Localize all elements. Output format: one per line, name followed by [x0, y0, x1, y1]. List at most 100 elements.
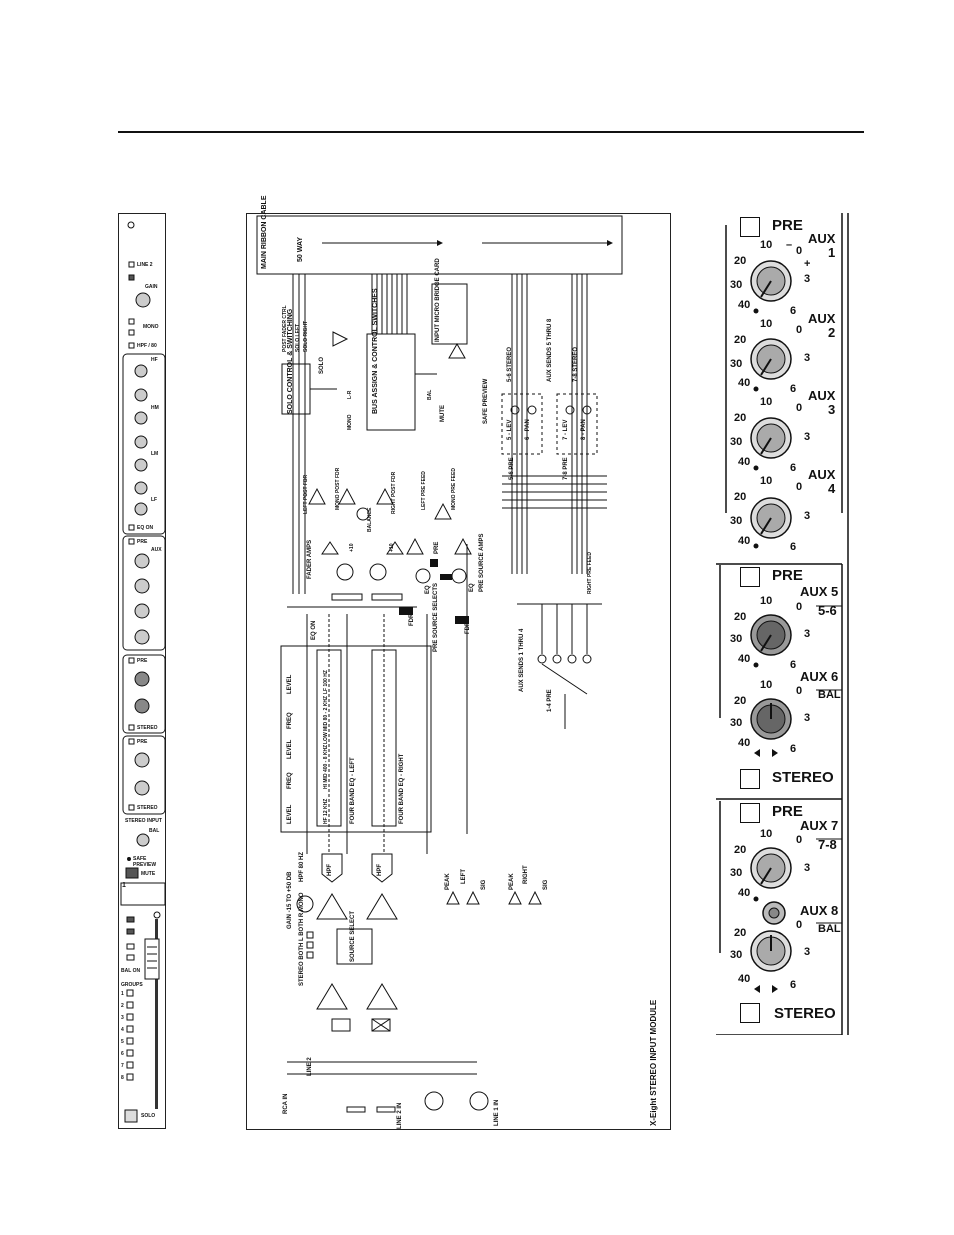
diagram-right-pre-feed: RIGHT PRE FEED — [587, 552, 593, 594]
diagram-peak-left: PEAK — [445, 873, 451, 890]
scale-40-k5: 40 — [738, 653, 751, 665]
strip-group-1: 1 — [121, 991, 124, 997]
diagram-post-fader-ctrl: POST FADER CTRL — [282, 305, 288, 352]
scale-minus-k1: – — [786, 239, 793, 251]
channel-strip: LINE 2 GAIN MONO HPF / 80 HF HM LM LF EQ… — [118, 213, 166, 1129]
scale-6-k5: 6 — [790, 659, 797, 671]
diagram-right: RIGHT — [523, 865, 529, 884]
stereo-button-7-8[interactable] — [740, 1003, 760, 1023]
diagram-eq-2: EQ — [469, 583, 475, 592]
diagram-eq-on: EQ ON — [311, 620, 317, 640]
diagram-level-3: LEVEL — [287, 804, 293, 824]
scale-6-k4: 6 — [790, 541, 797, 553]
stereo-button-5-6[interactable] — [740, 769, 760, 789]
strip-eq-on-label: EQ ON — [137, 525, 154, 531]
scale-10-k5: 10 — [760, 595, 773, 607]
aux5-label: AUX 5 — [800, 584, 839, 599]
pre-button-5-6[interactable] — [740, 567, 760, 587]
scale-0-k1: 0 — [796, 245, 803, 257]
scale-10-k1: 10 — [760, 239, 773, 251]
diagram-low-mid: LOW MID 80 - 2 KHZ — [323, 695, 329, 744]
scale-0-k2: 0 — [796, 324, 803, 336]
scale-0-k3: 0 — [796, 402, 803, 414]
diagram-mono-pre-feed: MONO PRE FEED — [451, 468, 457, 510]
aux-panel-graphics — [716, 213, 849, 1035]
strip-stereo-label: STEREO — [137, 725, 158, 731]
diagram-fdr-1: FDR — [409, 613, 415, 626]
scale-3-k7: 3 — [804, 862, 811, 874]
diagram-sig-right: SIG — [543, 879, 549, 890]
diagram-sig-left: SIG — [481, 879, 487, 890]
strip-solo-label: SOLO — [141, 1113, 156, 1119]
diagram-freq-2: FREQ — [287, 772, 293, 789]
strip-hf-label: HF — [151, 357, 158, 363]
scale-20-k2: 20 — [734, 334, 747, 346]
scale-20-k6: 20 — [734, 695, 747, 707]
aux3-number: 3 — [828, 402, 836, 417]
scale-40-k8: 40 — [738, 973, 751, 985]
diagram-bus-assign: BUS ASSIGN & CONTROL SWITCHES — [372, 288, 379, 414]
scale-0-k6: 0 — [796, 685, 803, 697]
strip-bal-on-label: BAL ON — [121, 968, 141, 974]
strip-stereo-input-label: STEREO INPUT — [125, 818, 162, 824]
aux4-label: AUX — [808, 467, 836, 482]
scale-6-k6: 6 — [790, 743, 797, 755]
diagram-pre-source-selects: PRE SOURCE SELECTS — [433, 582, 439, 652]
strip-group-4: 4 — [121, 1027, 124, 1033]
scale-10-k7: 10 — [760, 828, 773, 840]
scale-40-k4: 40 — [738, 535, 751, 547]
diagram-fader-amps: FADER AMPS — [307, 539, 313, 579]
aux8-sub: BAL — [818, 923, 841, 935]
scale-20-k5: 20 — [734, 611, 747, 623]
scale-3-k8: 3 — [804, 946, 811, 958]
diagram-hpf-right: HPF — [377, 864, 383, 876]
diagram-stereo-both: STEREO BOTH L BOTH R MONO — [299, 892, 305, 986]
scale-20-k7: 20 — [734, 844, 747, 856]
strip-bal-label: BAL — [149, 828, 160, 834]
scale-6-k3: 6 — [790, 462, 797, 474]
scale-0-k8: 0 — [796, 919, 803, 931]
diagram-x10-right: +10 — [389, 543, 395, 552]
pre-button-1-4[interactable] — [740, 217, 760, 237]
scale-20-k1: 20 — [734, 255, 747, 267]
scale-30-k3: 30 — [730, 436, 743, 448]
diagram-aux-sends-5-8: AUX SENDS 5 THRU 8 — [547, 318, 553, 382]
scale-6-k2: 6 — [790, 383, 797, 395]
scale-10-k3: 10 — [760, 396, 773, 408]
diagram-peak-right: PEAK — [509, 873, 515, 890]
diagram-solo: SOLO — [319, 356, 325, 374]
diagram-left-post-fdr: LEFT POST FDR — [303, 474, 309, 514]
scale-plus-k1: + — [804, 258, 811, 270]
strip-safe-preview-label: SAFE PREVIEW — [133, 856, 157, 868]
pre-label-1: PRE — [772, 217, 803, 234]
diagram-pan-6: 6 - PAN — [525, 419, 531, 440]
scale-3-k4: 3 — [804, 510, 811, 522]
diagram-mute: MUTE — [440, 405, 446, 422]
strip-pre-2-label: PRE — [137, 658, 148, 664]
diagram-left: LEFT — [461, 869, 467, 884]
diagram-lr: L-R — [347, 390, 353, 399]
diagram-main-ribbon: MAIN RIBBON CABLE — [261, 195, 268, 270]
diagram-balance: BALANCE — [367, 507, 373, 532]
scale-30-k8: 30 — [730, 949, 743, 961]
diagram-title: X-Eight STEREO INPUT MODULE — [649, 999, 658, 1126]
strip-group-2: 2 — [121, 1003, 124, 1009]
aux1-label: AUX — [808, 231, 836, 246]
aux8-label: AUX 8 — [800, 903, 839, 918]
diagram-graphics — [256, 215, 623, 1113]
pre-button-7-8[interactable] — [740, 803, 760, 823]
strip-pre-label: PRE — [137, 539, 148, 545]
scale-3-k2: 3 — [804, 352, 811, 364]
pre-label-2: PRE — [772, 567, 803, 584]
strip-aux-label: AUX — [151, 547, 162, 553]
scale-40-k7: 40 — [738, 887, 751, 899]
scale-40-k2: 40 — [738, 377, 751, 389]
diagram-pre-1-4: 1-4 PRE — [547, 689, 553, 712]
scale-0-k4: 0 — [796, 481, 803, 493]
strip-channel-number: 1 — [122, 882, 126, 889]
aux5-sub: 5-6 — [818, 603, 837, 618]
block-diagram: MAIN RIBBON CABLE 50 WAY SOLO CONTROL & … — [246, 196, 671, 1130]
diagram-pre-5-6: 5-6 PRE — [509, 457, 515, 480]
aux7-label: AUX 7 — [800, 818, 839, 833]
scale-3-k1: 3 — [804, 273, 811, 285]
